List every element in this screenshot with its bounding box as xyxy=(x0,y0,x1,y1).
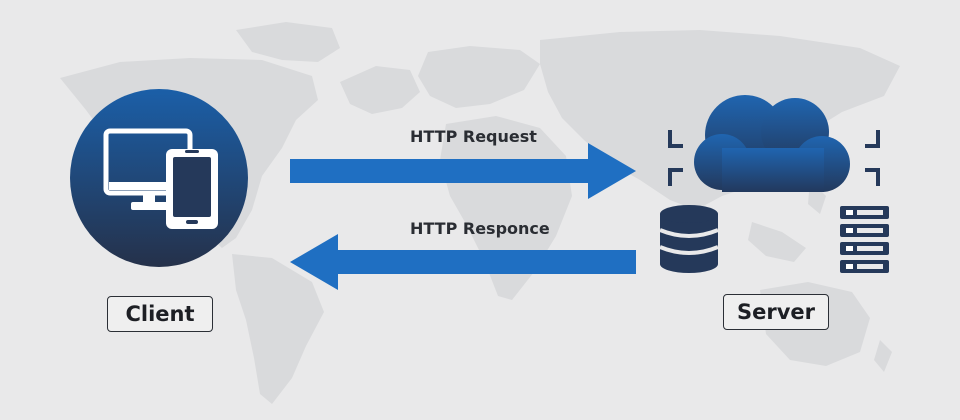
http-request-label: HTTP Request xyxy=(410,127,537,146)
server-rack-icon xyxy=(840,206,889,273)
server-label: Server xyxy=(723,294,829,330)
response-arrow xyxy=(290,234,636,290)
http-response-label: HTTP Responce xyxy=(410,219,550,238)
client-label: Client xyxy=(107,296,213,332)
server-node xyxy=(659,95,889,273)
bracket-left-icon xyxy=(668,130,683,186)
cloud-icon xyxy=(694,95,850,192)
client-node xyxy=(70,89,248,267)
request-arrow xyxy=(290,143,636,199)
bracket-right-icon xyxy=(865,130,880,186)
client-circle xyxy=(70,89,248,267)
database-icon xyxy=(659,205,719,273)
smartphone-icon xyxy=(166,149,218,229)
